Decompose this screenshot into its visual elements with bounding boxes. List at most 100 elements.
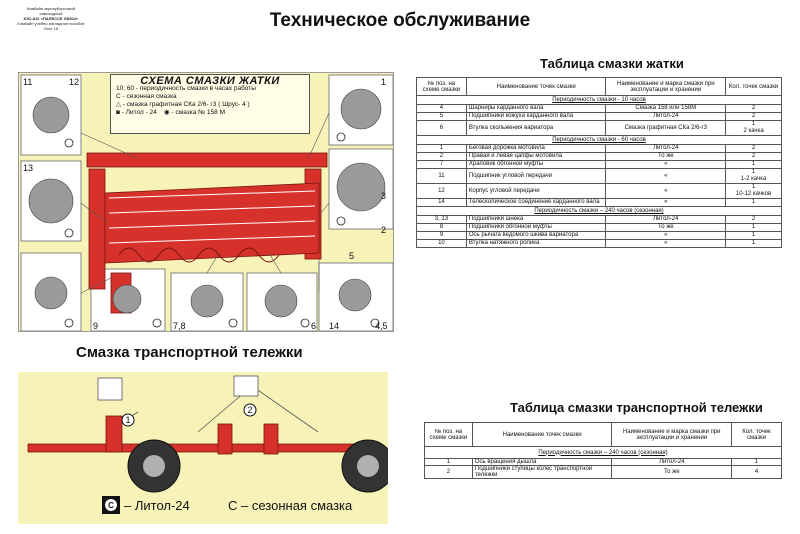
callout-6: 6 [311,321,316,331]
callout-5: 5 [349,251,354,261]
period-row: Периодичность смазки – 240 часов (сезонн… [416,206,782,216]
header-drawing: 11 12 13 3 2 1 5 9 7,8 6 14 4,5 [20,74,393,331]
cell: 5 [416,112,467,121]
cell: 1 [731,458,782,466]
cell: Втулка скольжения вариатора [465,120,607,136]
cell: 1 [725,198,782,207]
cart-table: № поз. на схеме смазки Наименование точе… [424,422,782,479]
callout-11: 11 [23,77,32,87]
cell: Ось вращения дышла [471,458,613,466]
jatka-table: № поз. на схеме смазки Наименование точе… [416,77,782,248]
cell: 1 [424,458,473,466]
callout-7-8: 7,8 [173,321,186,331]
cell: 10 [416,239,467,248]
corner-caption: Комбайн зерноуборочный самоходный КЗС-81… [6,6,96,31]
cart-lubrication-scheme: 1 2 С – Литол-24 С – сезонная смазка [18,372,388,524]
cell: 4 [731,465,782,479]
cell: Телескопическое соединение карданного ва… [465,198,607,207]
legend-158: - смазка № 158 М [171,109,225,116]
col-header: Наименование точек смазки [465,77,607,96]
cell: 1 1-2 качка [725,168,782,184]
corner-line: КЗС-812 «ПАЛЕССЕ GS812» [23,16,79,21]
legend-line: С - сезонная смазка [116,93,177,100]
cell: 2 [725,152,782,161]
triangle-icon: △ [116,101,121,108]
cell: Храповик обгонной муфты [465,160,607,169]
header-lubrication-scheme: 11 12 13 3 2 1 5 9 7,8 6 14 4,5 [18,72,394,332]
callout-13: 13 [23,163,33,173]
cell: 3, 13 [416,215,467,224]
cell: Шарниры карданного вала [465,104,607,113]
cell: 1 [725,223,782,232]
corner-line: самоходный [39,11,63,16]
cart-callout-1: 1 [125,415,130,425]
legend-litol: - Литол - 24 [121,109,157,116]
corner-line: Лист 18 [43,26,59,31]
cell: 11 [416,168,467,184]
cell: 2 [725,112,782,121]
cell: Подшипники ступицы колес транспортной те… [471,465,613,479]
col-header: № поз. на схеме смазки [424,422,473,447]
cell: Втулка натяжного ролика [465,239,607,248]
cell: 4 [416,104,467,113]
corner-line: Комбайн зерноуборочный [26,6,76,11]
cell: 1 [725,239,782,248]
legend-graphite: - смазка графитная СКа 2/6- г3 ( Шрус- 4… [122,101,250,108]
jatka-table-title: Таблица смазки жатки [540,56,684,71]
cell: 1 [416,144,467,153]
cart-legend-season: С – сезонная смазка [228,498,353,513]
cell: 2 [416,152,467,161]
callout-9: 9 [93,321,98,331]
cell: « [605,239,727,248]
col-header: № поз. на схеме смазки [416,77,467,96]
col-header: Наименование и марка смазки при эксплуат… [611,422,733,447]
cell: Беговая дорожка мотовила [465,144,607,153]
cell: 9 [416,231,467,240]
legend-line: ◙ - Литол - 24 ◉ - смазка № 158 М [116,109,304,117]
cell: 1 10-12 качков [725,183,782,199]
page-title: Техническое обслуживание [269,10,531,31]
cart-table-title: Таблица смазки транспортной тележки [510,400,763,415]
cell: « [605,198,727,207]
col-header: Кол. точек смазки [731,422,782,447]
cell: 2 [725,215,782,224]
cell: « [605,168,727,184]
cell: 12 [416,183,467,199]
cart-legend-litol: – Литол-24 [124,498,190,513]
period-row: Периодичность смазки – 240 часов (сезонн… [424,446,782,459]
cell: То же [605,223,727,232]
callout-4-5: 4,5 [375,321,388,331]
cell: Литол-24 [605,144,727,153]
cart-callout-2: 2 [247,405,252,415]
col-header: Кол. точек смазки [725,77,782,96]
cell: 1 2 качка [725,120,782,136]
cell: Литол-24 [605,215,727,224]
cell: Литол-24 [611,458,733,466]
litol-marker-icon: ◙ [116,109,120,116]
cell: Подшипники обгонной муфты [465,223,607,232]
scheme-title: СХЕМА СМАЗКИ ЖАТКИ [140,75,280,87]
callout-3: 3 [381,191,386,201]
cell: 2 [424,465,473,479]
cell: « [605,183,727,199]
cell: То же [605,152,727,161]
cell: 1 [725,231,782,240]
cell: Литол-24 [605,112,727,121]
cell: 8 [416,223,467,232]
cell: 7 [416,160,467,169]
cart-season-marker: С [108,501,114,510]
callout-14: 14 [329,321,339,331]
callout-12: 12 [69,77,79,87]
